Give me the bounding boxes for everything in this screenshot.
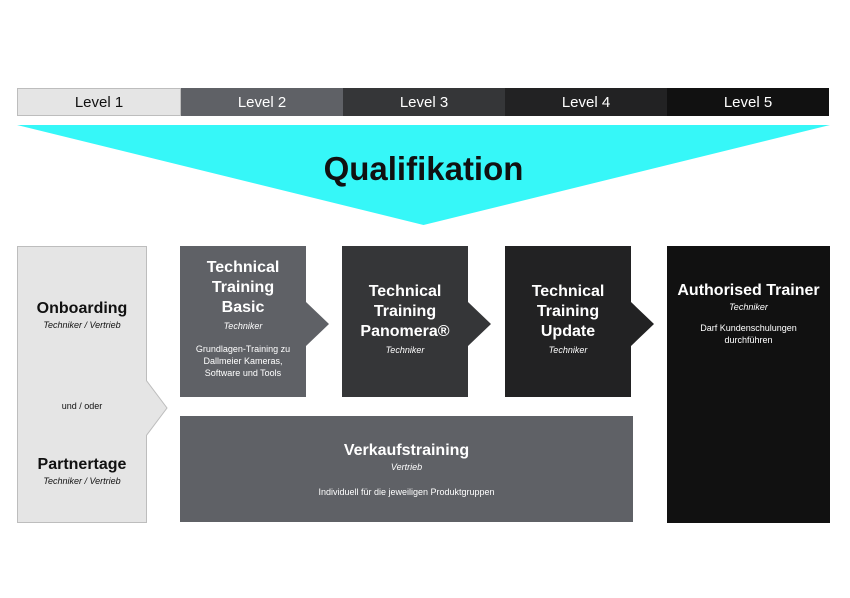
trainer-box: Authorised Trainer Techniker Darf Kunden… (667, 246, 830, 523)
partner-title: Partnertage (37, 456, 127, 473)
onboarding-connector: und / oder (61, 401, 103, 411)
update-role: Techniker (548, 345, 588, 355)
level-5: Level 5 (667, 88, 829, 116)
sales-box: Verkaufstraining Vertrieb Individuell fü… (180, 416, 633, 522)
level-3: Level 3 (343, 88, 505, 116)
trainer-desc: Darf Kundenschulungen durchführen (700, 323, 797, 345)
basic-box: Technical Training Basic Techniker Grund… (180, 258, 306, 379)
panomera-title: Technical Training Panomera® (360, 283, 450, 340)
level-4: Level 4 (505, 88, 667, 116)
level-1: Level 1 (17, 88, 181, 116)
level-2: Level 2 (181, 88, 343, 116)
basic-shape (180, 246, 329, 397)
partner-block: Partnertage Techniker / Vertrieb (17, 455, 147, 486)
basic-desc: Grundlagen-Training zu Dallmeier Kameras… (195, 344, 291, 378)
partner-role: Techniker / Vertrieb (43, 476, 121, 486)
update-title: Technical Training Update (531, 283, 605, 340)
level-1-label: Level 1 (74, 93, 124, 111)
basic-role: Techniker (223, 321, 263, 331)
trainer-title: Authorised Trainer (677, 282, 820, 299)
panomera-role: Techniker (385, 345, 425, 355)
onboarding-title: Onboarding (36, 300, 128, 317)
qualification-funnel (17, 125, 830, 225)
onboarding-block: Onboarding Techniker / Vertrieb (17, 299, 147, 330)
update-box: Technical Training Update Techniker (505, 282, 631, 355)
panomera-shape (342, 246, 491, 397)
sales-title: Verkaufstraining (343, 442, 470, 459)
funnel-shape (17, 125, 830, 225)
panomera-box: Technical Training Panomera® Techniker (342, 282, 468, 355)
funnel-title: Qualifikation (323, 150, 524, 187)
trainer-role: Techniker (729, 302, 768, 312)
basic-title: Technical Training Basic (206, 259, 280, 316)
onboarding-role: Techniker / Vertrieb (43, 320, 121, 330)
level-2-label: Level 2 (237, 93, 287, 111)
level-5-label: Level 5 (723, 93, 773, 111)
sales-role: Vertrieb (390, 462, 423, 472)
level-3-label: Level 3 (399, 93, 449, 111)
level-4-label: Level 4 (561, 93, 611, 111)
update-shape (505, 246, 654, 397)
onboarding-arrow (146, 380, 168, 436)
level-bar: Level 1 Level 2 Level 3 Level 4 Level 5 (17, 88, 829, 116)
sales-desc: Individuell für die jeweiligen Produktgr… (318, 487, 495, 497)
